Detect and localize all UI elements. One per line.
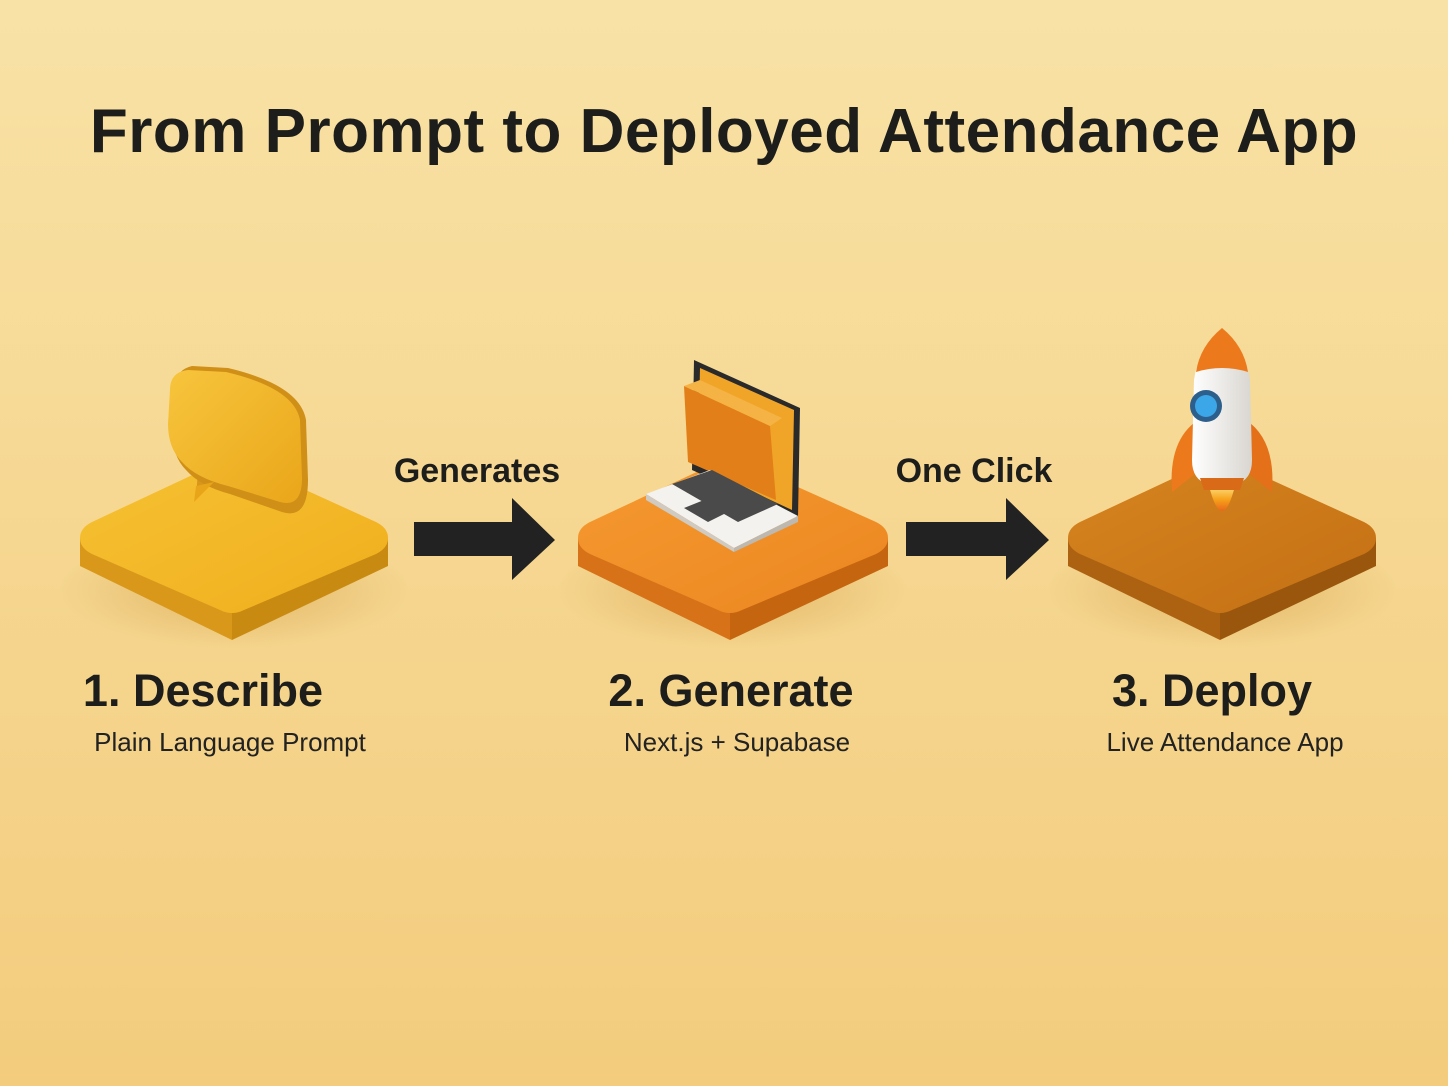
step-title-deploy: 3. Deploy <box>1111 665 1313 716</box>
platform-describe <box>59 459 409 650</box>
arrow-generates <box>414 498 555 580</box>
step-subtitle-describe: Plain Language Prompt <box>94 727 366 757</box>
platform-deploy <box>1047 459 1397 650</box>
arrow-label-generates: Generates <box>393 452 561 490</box>
step-subtitle-deploy: Live Attendance App <box>1106 727 1344 757</box>
page-title: From Prompt to Deployed Attendance App <box>89 97 1359 166</box>
step-title-describe: 1. Describe <box>82 665 324 716</box>
rocket-icon <box>1171 328 1273 511</box>
speech-bubble-icon <box>168 366 308 514</box>
arrow-label-one-click: One Click <box>895 452 1053 490</box>
step-title-generate: 2. Generate <box>608 665 854 716</box>
laptop-icon <box>646 360 800 552</box>
step-subtitle-generate: Next.js + Supabase <box>623 727 851 757</box>
arrow-one-click <box>906 498 1049 580</box>
